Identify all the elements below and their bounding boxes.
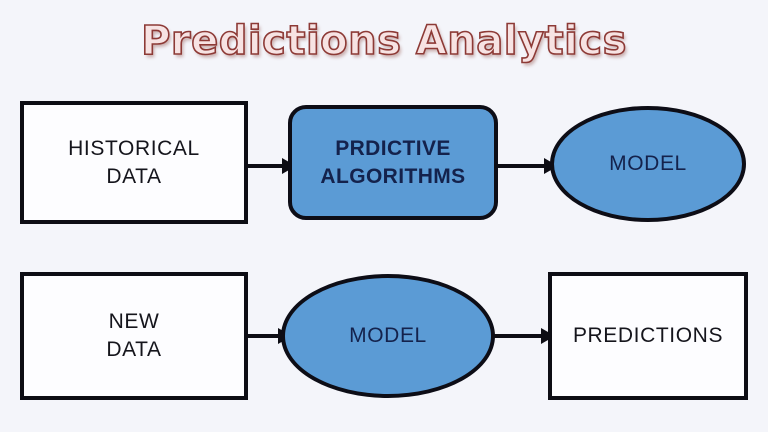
node-historical-data-line1: HISTORICAL: [68, 136, 200, 160]
node-model-input[interactable]: MODEL: [281, 274, 495, 398]
page-title: Predictions Analytics: [140, 17, 627, 65]
arrow-predictive-algorithms-to-model: [494, 155, 558, 177]
node-predictions[interactable]: PREDICTIONS: [548, 272, 748, 400]
node-new-data-line1: NEW: [108, 310, 160, 334]
node-model-output[interactable]: MODEL: [550, 106, 746, 222]
node-model-output-label: MODEL: [609, 152, 687, 176]
node-predictive-algorithms[interactable]: PRDICTIVE ALGORITHMS: [288, 105, 498, 220]
node-new-data-line2: DATA: [106, 338, 162, 361]
arrow-model-to-predictions: [491, 325, 555, 347]
node-predictive-algorithms-line1: PRDICTIVE: [335, 136, 451, 160]
node-historical-data-line2: DATA: [106, 164, 162, 188]
node-historical-data[interactable]: HISTORICAL DATA: [20, 101, 248, 224]
node-new-data[interactable]: NEW DATA: [20, 272, 248, 400]
node-predictive-algorithms-line2: ALGORITHMS: [320, 164, 466, 188]
node-predictions-label: PREDICTIONS: [572, 324, 724, 348]
node-model-input-label: MODEL: [349, 324, 427, 348]
